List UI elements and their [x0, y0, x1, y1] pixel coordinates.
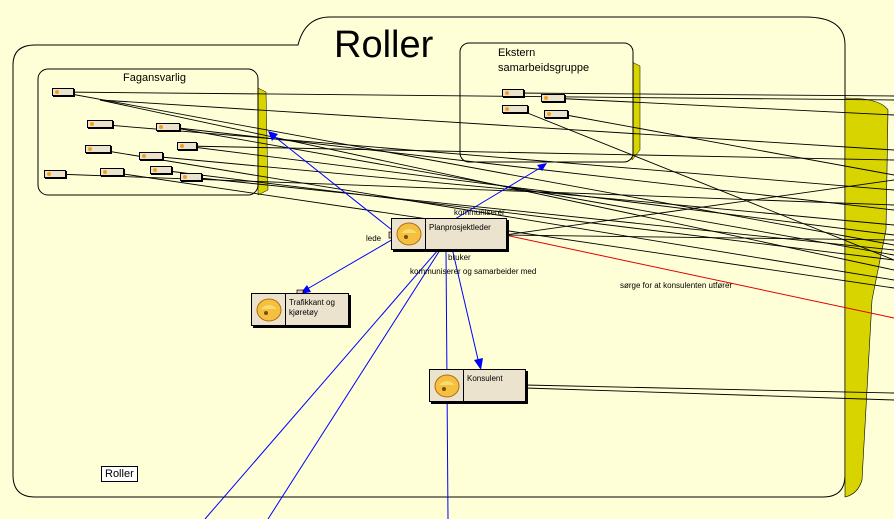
role-trafikkant[interactable]: Trafikkant og kjøretøy [251, 293, 349, 326]
roller-tag[interactable]: Roller [101, 466, 138, 482]
fagansvarlig-role-item[interactable] [177, 142, 197, 150]
fagansvarlig-role-item[interactable] [44, 170, 66, 178]
edge-label-bruker: bruker [448, 253, 471, 262]
role-actor-icon [252, 294, 286, 325]
fagansvarlig-title: Fagansvarlig [123, 72, 186, 84]
fagansvarlig-role-item[interactable] [100, 168, 124, 176]
fagansvarlig-role-item[interactable] [150, 166, 172, 174]
role-actor-icon [392, 219, 426, 249]
role-planprosjektleder[interactable]: Planprosjektleder [391, 218, 507, 250]
role-name: Trafikkant og kjøretøy [289, 298, 335, 317]
edge-label-kommuniserer: kommuniserer [454, 208, 505, 217]
ekstern-role-item[interactable] [502, 105, 528, 113]
role-konsulent[interactable]: Konsulent [429, 369, 526, 402]
ekstern-role-item[interactable] [502, 89, 524, 97]
role-name: Planprosjektleder [429, 223, 491, 232]
role-name: Konsulent [467, 374, 503, 383]
olive-shape-main [844, 97, 889, 498]
ekstern-title: Ekstern samarbeidsgruppe [498, 47, 590, 74]
fagansvarlig-role-item[interactable] [87, 120, 113, 128]
edge-label-samarbeider: kommuniserer og samarbeider med [410, 267, 537, 276]
ekstern-role-item[interactable] [541, 94, 565, 102]
fagansvarlig-role-item[interactable] [85, 145, 111, 153]
fagansvarlig-role-item[interactable] [139, 152, 163, 160]
red-association-line [504, 234, 894, 319]
edge-label-lede: lede [366, 234, 382, 243]
fagansvarlig-role-item[interactable] [156, 123, 180, 131]
fagansvarlig-frame [37, 68, 259, 196]
fagansvarlig-role-item[interactable] [180, 173, 202, 181]
diagram-title: Roller [334, 24, 434, 66]
edge-label-sorge: sørge for at konsulenten utfører [620, 281, 733, 290]
ekstern-role-item[interactable] [544, 110, 568, 118]
role-actor-icon [430, 370, 464, 401]
fagansvarlig-role-item[interactable] [52, 88, 74, 96]
